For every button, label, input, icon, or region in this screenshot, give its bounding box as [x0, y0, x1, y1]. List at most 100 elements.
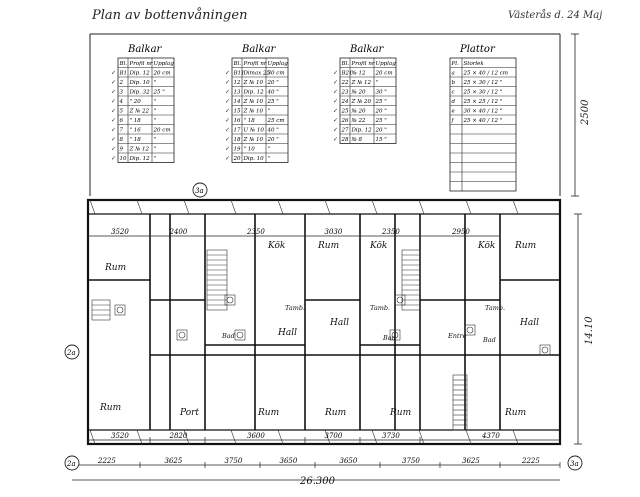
table-column-header: Profil nr: [243, 61, 267, 67]
table-cell: Z № 10: [243, 99, 264, 105]
table-cell: Dip. 10: [243, 156, 265, 162]
check-mark: ✓: [225, 155, 230, 162]
table-column-header: Storlek: [464, 61, 485, 67]
axis-marker-label: 2a: [66, 349, 76, 357]
table-cell: 19: [234, 147, 241, 153]
dimension-label: 3730: [382, 432, 400, 440]
dimension-label: 2225: [97, 457, 116, 465]
table-cell: 3: [120, 90, 124, 96]
table-column-header: Profil nr: [129, 61, 153, 67]
room-label: Tamb.: [485, 304, 505, 312]
axis-marker: 3a: [192, 182, 208, 198]
table-cell: Dip. 12: [351, 128, 373, 134]
table-cell: 20 ": [375, 128, 387, 134]
table-cell: 6: [120, 118, 124, 124]
check-mark: ✓: [225, 108, 230, 115]
table-column-header: Profil nr: [351, 61, 375, 67]
room-label: Hall: [329, 318, 349, 328]
dimension-label: 3750: [402, 457, 420, 465]
check-mark: ✓: [111, 155, 116, 162]
room-label: Entré: [447, 332, 467, 340]
table-column-header: Bl.: [233, 61, 242, 67]
check-mark: ✓: [333, 70, 338, 77]
dimension-label: 3750: [225, 457, 243, 465]
check-mark: ✓: [111, 136, 116, 143]
check-mark: ✓: [333, 136, 338, 143]
check-mark: ✓: [225, 98, 230, 105]
table-cell: № 22: [351, 118, 366, 124]
table-cell: a: [452, 71, 455, 77]
table-cell: 26: [341, 118, 349, 124]
axis-marker-label: 2a: [66, 460, 76, 468]
table-heading: Balkar: [241, 44, 277, 55]
table-cell: B11: [233, 71, 245, 77]
dimension-label: 3030: [325, 228, 343, 236]
table-column-header: Upplag: [268, 61, 289, 67]
dimension-label: 3650: [340, 457, 358, 465]
table-cell: 30 ": [376, 90, 387, 96]
room-label: Bad: [482, 336, 496, 344]
room-label: Bad: [221, 332, 235, 340]
table-cell: 14: [234, 99, 241, 105]
table-cell: 40 ": [267, 128, 279, 134]
table-cell: Z № 10: [243, 109, 264, 115]
sheet-frame: [89, 33, 561, 196]
table-column-header: Bl.: [119, 61, 128, 67]
dimension-label: 2350: [246, 228, 265, 236]
table-cell: 20 ": [267, 137, 279, 143]
depth-top-label: 2500: [580, 99, 591, 126]
table-cell: U № 10: [244, 128, 265, 134]
check-mark: ✓: [225, 70, 230, 77]
check-mark: ✓: [333, 89, 338, 96]
table-cell: 18: [234, 137, 241, 143]
table-cell: № 20: [351, 90, 366, 96]
table-cell: " 18: [130, 137, 142, 143]
check-mark: ✓: [225, 79, 230, 86]
table-cell: b: [452, 80, 456, 86]
table-cell: 25 ": [267, 99, 279, 105]
table-cell: ": [154, 147, 157, 153]
table-cell: № 12: [351, 71, 366, 77]
check-mark: ✓: [111, 127, 116, 134]
room-label: Rum: [389, 408, 411, 418]
table-cell: 23: [341, 90, 349, 96]
room-label: Rum: [514, 241, 536, 251]
table-cell: 25 × 30 / 12 ": [463, 80, 503, 86]
table-cell: B21: [341, 71, 353, 77]
dimension-label: 2400: [169, 228, 188, 236]
depth-dimension-top: [571, 33, 579, 197]
date-stamp: Västerås d. 24 Maj: [508, 9, 602, 21]
table-cell: Z № 10: [243, 80, 264, 86]
check-mark: ✓: [225, 146, 230, 153]
table-cell: 16: [234, 118, 241, 124]
check-mark: ✓: [111, 117, 116, 124]
dimension-label: 3650: [280, 457, 298, 465]
check-mark: ✓: [111, 89, 116, 96]
table-cell: Z № 12: [351, 80, 372, 86]
dimension-label: 2950: [451, 228, 470, 236]
table-cell: Dip. 12: [129, 156, 151, 162]
check-mark: ✓: [333, 79, 338, 86]
table-cell: ": [268, 109, 271, 115]
table-cell: 15 ": [376, 137, 387, 143]
table-cell: 15: [234, 109, 241, 115]
table-cell: № 20: [351, 109, 366, 115]
table-cell: 20 ": [267, 80, 279, 86]
table-cell: f: [451, 118, 455, 124]
table-cell: B1: [119, 71, 128, 77]
check-mark: ✓: [111, 146, 116, 153]
room-label: Kök: [477, 241, 495, 251]
table-cell: ": [154, 118, 157, 124]
check-mark: ✓: [225, 127, 230, 134]
dimension-label: 3625: [165, 457, 183, 465]
room-label: Rum: [257, 408, 279, 418]
table-column-header: Pl.: [451, 61, 459, 67]
table-cell: Dip. 12: [243, 90, 265, 96]
room-label: Port: [179, 408, 199, 418]
table-cell: Z № 22: [129, 109, 150, 115]
table-cell: ": [268, 147, 271, 153]
building-outline: [86, 198, 562, 446]
room-label: Rum: [324, 408, 346, 418]
